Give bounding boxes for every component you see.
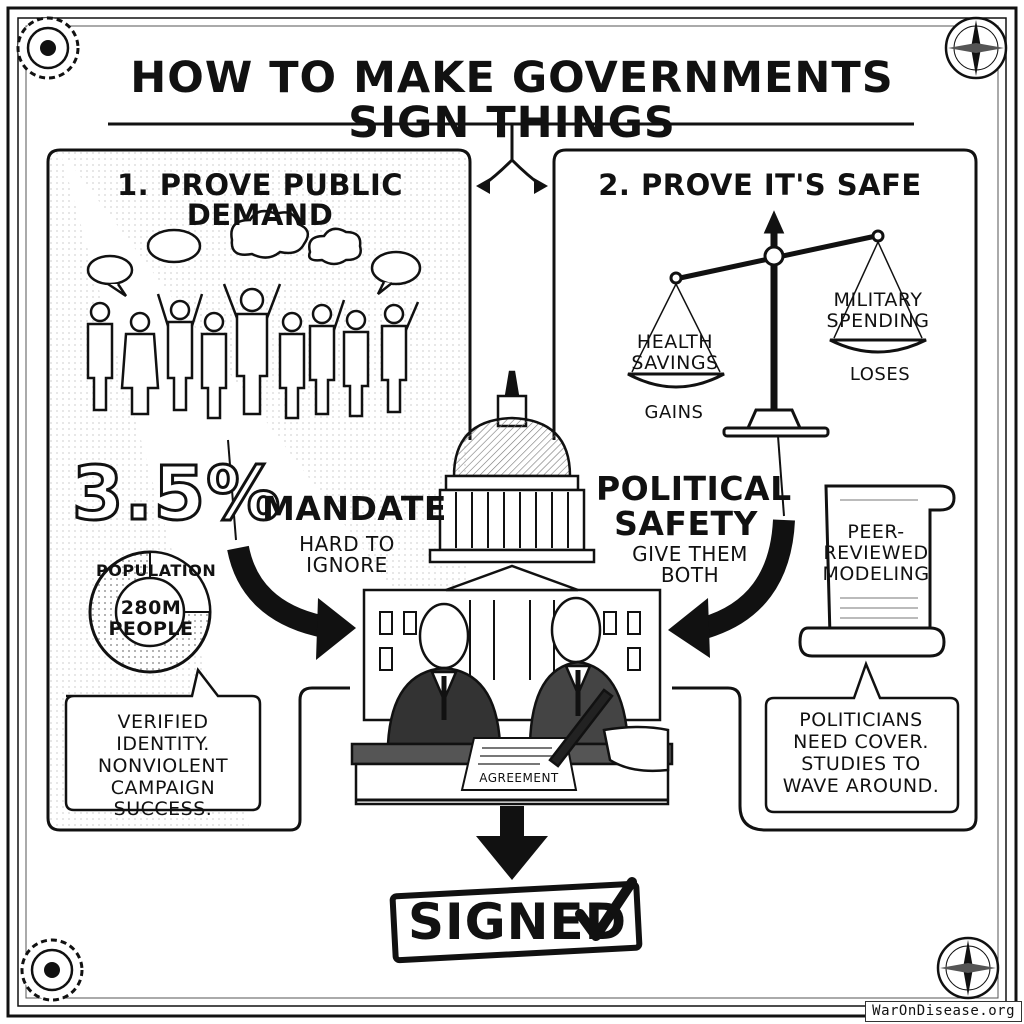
big-percentage: 3.5% — [71, 451, 282, 537]
political-title: POLITICAL SAFETY — [596, 469, 792, 543]
agreement-label: AGREEMENT — [479, 771, 559, 785]
scale-left-result: GAINS — [644, 402, 704, 423]
check-icon — [575, 877, 637, 941]
arrow-right-to-center — [668, 435, 795, 658]
right-note: POLITICIANS NEED COVER. STUDIES TO WAVE … — [782, 709, 940, 797]
scale-right-label: MILITARY SPENDING — [826, 289, 930, 332]
right-panel — [552, 148, 978, 832]
thought-cloud-icon — [230, 209, 362, 266]
balance-scale-icon — [627, 210, 927, 438]
official-right — [528, 596, 630, 746]
pie-chart-icon — [88, 550, 212, 674]
title-rule — [108, 122, 914, 194]
speech-bubble-icon — [86, 228, 422, 298]
signed-stamp — [389, 880, 643, 964]
scale-right-result: LOSES — [849, 364, 911, 385]
gear-icon — [20, 938, 84, 1002]
population-label: POPULATION — [96, 561, 217, 580]
scroll-text: PEER-REVIEWED MODELING — [822, 521, 930, 585]
arrow-down-to-signed — [476, 806, 548, 880]
scale-left-label: HEALTH SAVINGS — [631, 331, 719, 374]
arrow-left-to-center — [227, 439, 356, 660]
signed-label: SIGNED — [408, 893, 628, 951]
compass-icon — [944, 16, 1008, 80]
left-heading: 1. PROVE PUBLIC DEMAND — [116, 168, 404, 233]
population-value: 280M PEOPLE — [108, 597, 194, 640]
compass-icon — [936, 936, 1000, 1000]
agreement-document — [460, 737, 578, 791]
mandate-title: MANDATE — [262, 489, 447, 528]
gear-icon — [16, 16, 80, 80]
left-note-box — [64, 667, 262, 812]
right-heading: 2. PROVE IT'S SAFE — [598, 168, 922, 202]
crowd-icon — [86, 283, 420, 420]
pen-icon — [548, 688, 670, 773]
right-note-box — [764, 660, 960, 814]
scroll-icon — [798, 484, 956, 658]
watermark-link[interactable]: WarOnDisease.org — [865, 1001, 1022, 1022]
official-left — [386, 602, 502, 746]
page-title: HOW TO MAKE GOVERNMENTS SIGN THINGS — [130, 53, 894, 149]
mandate-subtitle: HARD TO IGNORE — [299, 532, 395, 577]
page-border — [6, 6, 1018, 1018]
left-note: VERIFIED IDENTITY. NONVIOLENT CAMPAIGN S… — [97, 711, 229, 821]
political-subtitle: GIVE THEM BOTH — [632, 542, 748, 587]
